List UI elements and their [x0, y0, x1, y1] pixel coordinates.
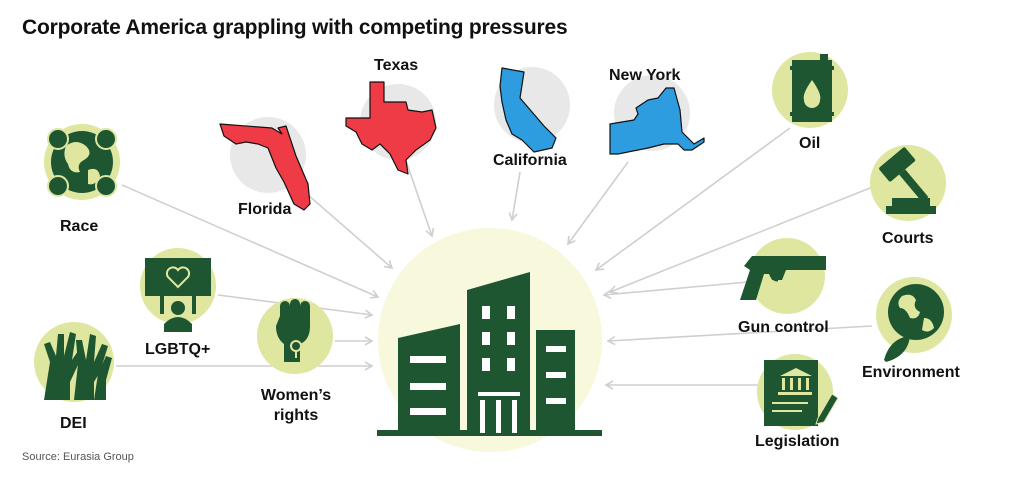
lgbtq-icon [140, 248, 216, 332]
new-york-map-icon [609, 75, 705, 155]
race-icon [44, 124, 120, 200]
label-womens-rights-line2: rights [273, 407, 319, 424]
source-note: Source: Eurasia Group [22, 451, 134, 463]
dei-icon [34, 322, 114, 402]
arrow-race [121, 184, 380, 299]
label-lgbtq: LGBTQ+ [145, 341, 211, 358]
arrow-texas [404, 157, 435, 238]
chart-title: Corporate America grappling with competi… [22, 16, 568, 39]
oil-barrel-icon [772, 52, 848, 128]
arrow-environment [606, 325, 873, 346]
label-courts: Courts [882, 230, 934, 247]
arrow-new-york [567, 161, 629, 246]
legislation-document-icon [757, 354, 839, 430]
label-environment: Environment [862, 364, 960, 381]
label-womens-rights: Women’s rights [258, 386, 334, 426]
arrow-oil [594, 127, 791, 271]
globe-leaf-icon [876, 277, 952, 362]
label-legislation: Legislation [755, 433, 840, 450]
arrow-gun-control [602, 281, 749, 300]
florida-map-icon [219, 117, 311, 211]
label-florida: Florida [238, 201, 292, 218]
arrow-california [508, 171, 521, 222]
gavel-icon [870, 145, 946, 221]
corporate-buildings-icon [377, 272, 602, 436]
california-map-icon [494, 67, 570, 153]
arrows [116, 127, 876, 390]
gun-icon [740, 238, 826, 314]
label-new-york: New York [609, 67, 681, 84]
label-california: California [493, 152, 567, 169]
label-texas: Texas [374, 57, 419, 74]
label-race: Race [60, 218, 99, 235]
label-oil: Oil [799, 135, 821, 152]
label-gun-control: Gun control [738, 319, 829, 336]
arrow-courts [608, 185, 876, 294]
texas-map-icon [345, 81, 437, 175]
arrow-florida [299, 187, 394, 270]
label-womens-rights-line1: Women’s [260, 387, 332, 404]
label-dei: DEI [60, 415, 87, 432]
womens-rights-fist-icon [257, 298, 333, 374]
